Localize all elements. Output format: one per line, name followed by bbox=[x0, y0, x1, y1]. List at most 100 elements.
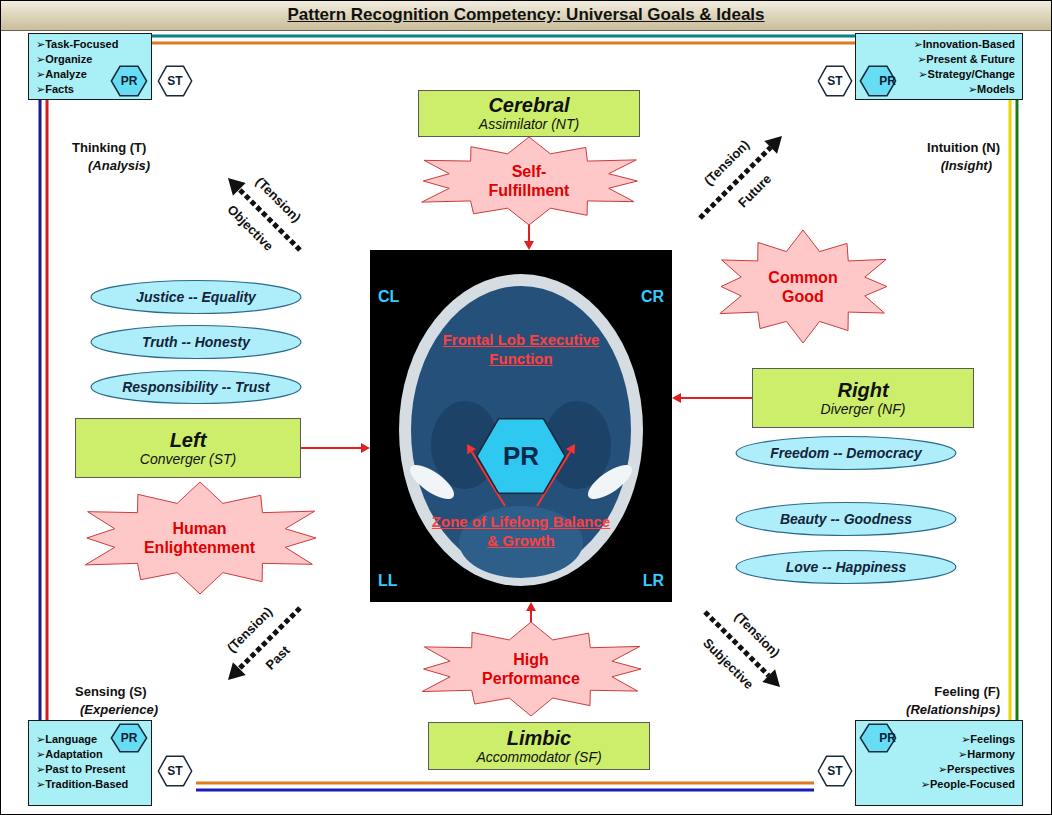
connector-line bbox=[530, 610, 532, 622]
frame-line bbox=[46, 99, 49, 720]
hexagon-shape bbox=[111, 66, 146, 95]
trait-item: ➢Facts bbox=[36, 82, 74, 97]
trait-item: ➢Feelings bbox=[961, 732, 1015, 747]
quadrant-label: Left bbox=[170, 429, 207, 451]
tension-head bbox=[228, 662, 246, 680]
hexagon-shape bbox=[818, 756, 851, 785]
quadrant-box: LeftConverger (ST) bbox=[75, 418, 301, 478]
frame-line bbox=[39, 99, 42, 720]
trait-item: ➢Harmony bbox=[958, 747, 1015, 762]
ideal-text: Responsibility -- Trust bbox=[122, 379, 270, 396]
ideal-text: Beauty -- Goodness bbox=[780, 511, 912, 528]
frame-line bbox=[1009, 99, 1012, 720]
hexagon-label: ST bbox=[167, 74, 182, 88]
pr-hexagon: PR bbox=[111, 724, 147, 752]
pr-hexagon: PR bbox=[111, 66, 147, 96]
hexagon-shape bbox=[158, 756, 191, 785]
trait-item: ➢Tradition-Based bbox=[36, 777, 128, 792]
st-hexagon: ST bbox=[158, 66, 192, 96]
ideal-text: Truth -- Honesty bbox=[142, 334, 250, 351]
scan-label: LR bbox=[643, 572, 664, 590]
st-hexagon: ST bbox=[158, 756, 192, 786]
quadrant-box: LimbicAccommodator (SF) bbox=[428, 722, 650, 770]
ellipse-shape bbox=[736, 503, 956, 536]
scan-label: LL bbox=[378, 572, 398, 590]
ideal-ellipse: Justice -- Equality bbox=[90, 280, 302, 314]
ideal-ellipse: Truth -- Honesty bbox=[90, 325, 302, 359]
connector-arrow bbox=[526, 602, 536, 622]
frame-line bbox=[152, 42, 855, 45]
hexagon-label: ST bbox=[827, 764, 842, 778]
petrous-bone bbox=[583, 459, 637, 505]
petrous-bone bbox=[405, 459, 459, 505]
tension-label: Objective bbox=[224, 202, 277, 255]
trait-item: ➢Perspectives bbox=[938, 762, 1015, 777]
hexagon-label: ST bbox=[167, 764, 182, 778]
arrow-head bbox=[361, 443, 370, 453]
trait-item: ➢Language bbox=[36, 732, 97, 747]
tension-label: Future bbox=[735, 171, 775, 211]
trait-box: ➢Task-Focused➢Organize➢Analyze➢FactsPR bbox=[28, 33, 152, 100]
ellipse-shape bbox=[736, 551, 956, 584]
starburst-shape bbox=[422, 137, 638, 225]
scan-label: CR bbox=[641, 288, 664, 306]
hexagon-label: ST bbox=[827, 74, 842, 88]
tension-head bbox=[228, 178, 246, 196]
hexagon-label: PR bbox=[879, 731, 896, 745]
arrow-head bbox=[526, 602, 536, 611]
ideal-ellipse: Beauty -- Goodness bbox=[735, 502, 957, 536]
hexagon-label: PR bbox=[503, 441, 539, 471]
starburst-shape bbox=[85, 482, 316, 594]
st-hexagon: ST bbox=[818, 66, 852, 96]
goal-starburst: Self-Fulfillment bbox=[400, 137, 658, 225]
dimension-label: Intuition (N) bbox=[927, 140, 1000, 156]
title-bar: Pattern Recognition Competency: Universa… bbox=[0, 0, 1052, 31]
scan-label: Frontal Lob Executive Function bbox=[431, 330, 611, 368]
ideal-text: Justice -- Equality bbox=[136, 289, 256, 306]
scan-label: CL bbox=[378, 288, 399, 306]
goal-text: Common Good bbox=[753, 268, 853, 306]
connector-line bbox=[680, 397, 752, 399]
tension-label: (Tension) bbox=[224, 604, 276, 656]
st-hexagon: ST bbox=[818, 756, 852, 786]
tension-arrow bbox=[700, 136, 782, 218]
quadrant-box: CerebralAssimilator (NT) bbox=[418, 90, 640, 137]
ideal-text: Freedom -- Democracy bbox=[770, 445, 922, 462]
goal-starburst: Common Good bbox=[703, 230, 903, 343]
connector-arrow bbox=[524, 225, 534, 250]
trait-box: ➢Language➢Adaptation➢Past to Present➢Tra… bbox=[28, 720, 152, 806]
ideal-text: Love -- Happiness bbox=[786, 559, 907, 576]
trait-item: ➢Past to Present bbox=[36, 762, 125, 777]
tension-head bbox=[762, 669, 780, 687]
quadrant-label: Limbic bbox=[507, 727, 571, 749]
trait-item: ➢Organize bbox=[36, 52, 92, 67]
trait-item: ➢Strategy/Change bbox=[918, 67, 1015, 82]
hexagon-shape bbox=[818, 66, 851, 95]
ellipse-shape bbox=[91, 371, 301, 404]
dimension-label: (Analysis) bbox=[88, 158, 150, 174]
quadrant-label: Cerebral bbox=[488, 94, 569, 116]
arrow-head bbox=[524, 241, 534, 250]
goal-text: High Performance bbox=[476, 650, 586, 688]
goal-starburst-outline bbox=[400, 137, 658, 225]
scan-label: Zone of Lifelong Balance & Growth bbox=[431, 512, 611, 550]
goal-starburst-outline bbox=[703, 230, 903, 343]
tension-label: Subjective bbox=[699, 635, 756, 692]
connector-arrow bbox=[301, 443, 370, 453]
skull bbox=[399, 274, 643, 586]
ideal-ellipse: Responsibility -- Trust bbox=[90, 370, 302, 404]
tension-label: (Tension) bbox=[731, 609, 783, 661]
trait-item: ➢Adaptation bbox=[36, 747, 103, 762]
quadrant-label: Accommodator (SF) bbox=[476, 749, 601, 766]
hexagon-label: PR bbox=[121, 74, 138, 88]
trait-item: ➢Present & Future bbox=[917, 52, 1015, 67]
goal-starburst: Human Enlightenment bbox=[62, 482, 338, 594]
connector-arrow bbox=[672, 393, 752, 403]
hexagon-shape bbox=[111, 724, 146, 751]
dimension-label: (Experience) bbox=[80, 702, 158, 718]
tension-label: Past bbox=[263, 643, 294, 674]
quadrant-label: Diverger (NF) bbox=[821, 401, 906, 418]
trait-item: ➢Innovation-Based bbox=[913, 37, 1015, 52]
